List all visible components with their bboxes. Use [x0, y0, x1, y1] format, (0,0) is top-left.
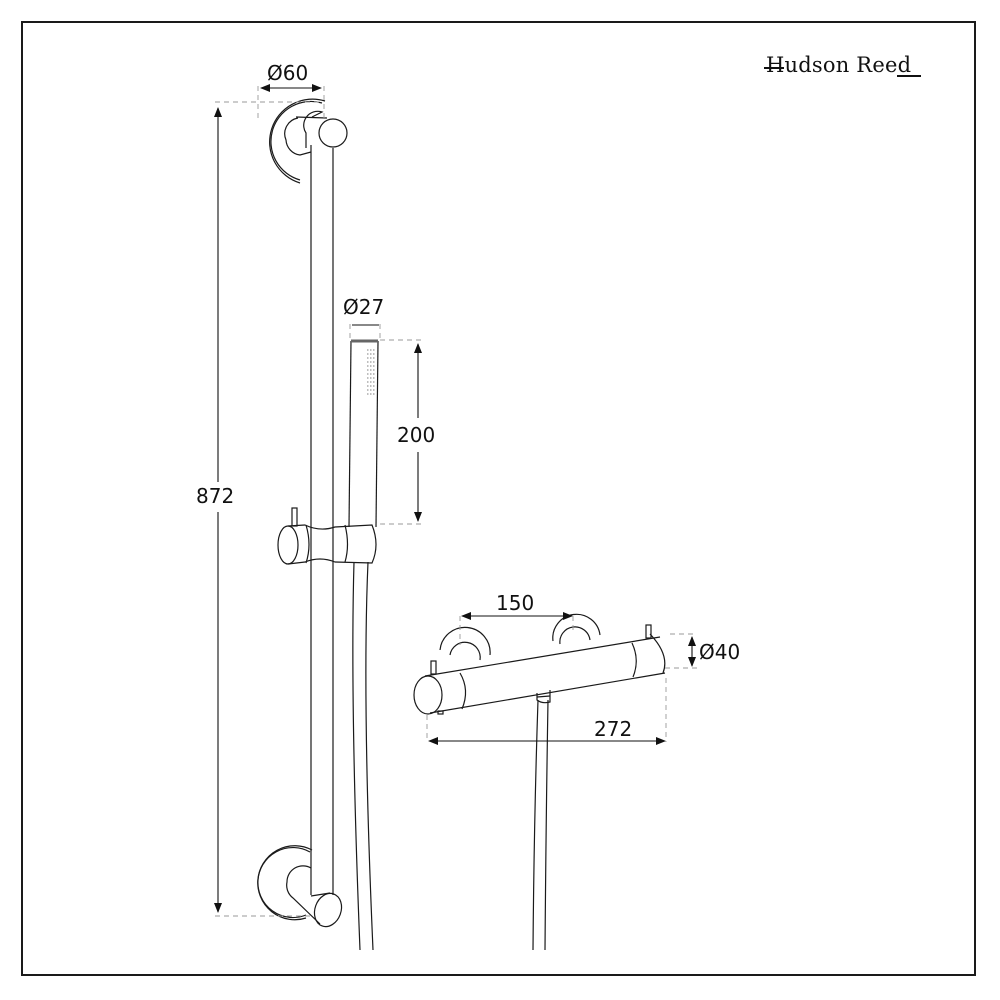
logo-bar-right: [897, 75, 922, 77]
spray-nozzles: [367, 349, 376, 395]
dim-bracket-diameter: Ø60: [267, 61, 308, 85]
extension-lines: [215, 86, 697, 917]
slide-rail: [310, 145, 334, 895]
brand-name: Hudson Reed: [766, 53, 912, 77]
drawing-frame: [21, 21, 976, 976]
dim-rail-height: 872: [196, 484, 234, 508]
handset-holder: [277, 507, 377, 565]
wall-bracket-top: [269, 98, 348, 184]
dimension-lines: [214, 84, 696, 913]
dim-handset-diameter: Ø27: [343, 295, 384, 319]
thermostatic-bar-valve: [413, 613, 666, 951]
logo-bar-left: [764, 67, 784, 69]
wall-bracket-bottom: [257, 845, 343, 928]
dim-valve-width: 272: [594, 717, 632, 741]
dim-handset-length: 200: [397, 423, 435, 447]
dim-valve-body-diameter: Ø40: [699, 640, 740, 664]
shower-hose: [352, 561, 374, 951]
brand-logo: Hudson Reed: [764, 53, 922, 77]
hand-shower: [348, 339, 379, 528]
dim-valve-centres: 150: [496, 591, 534, 615]
